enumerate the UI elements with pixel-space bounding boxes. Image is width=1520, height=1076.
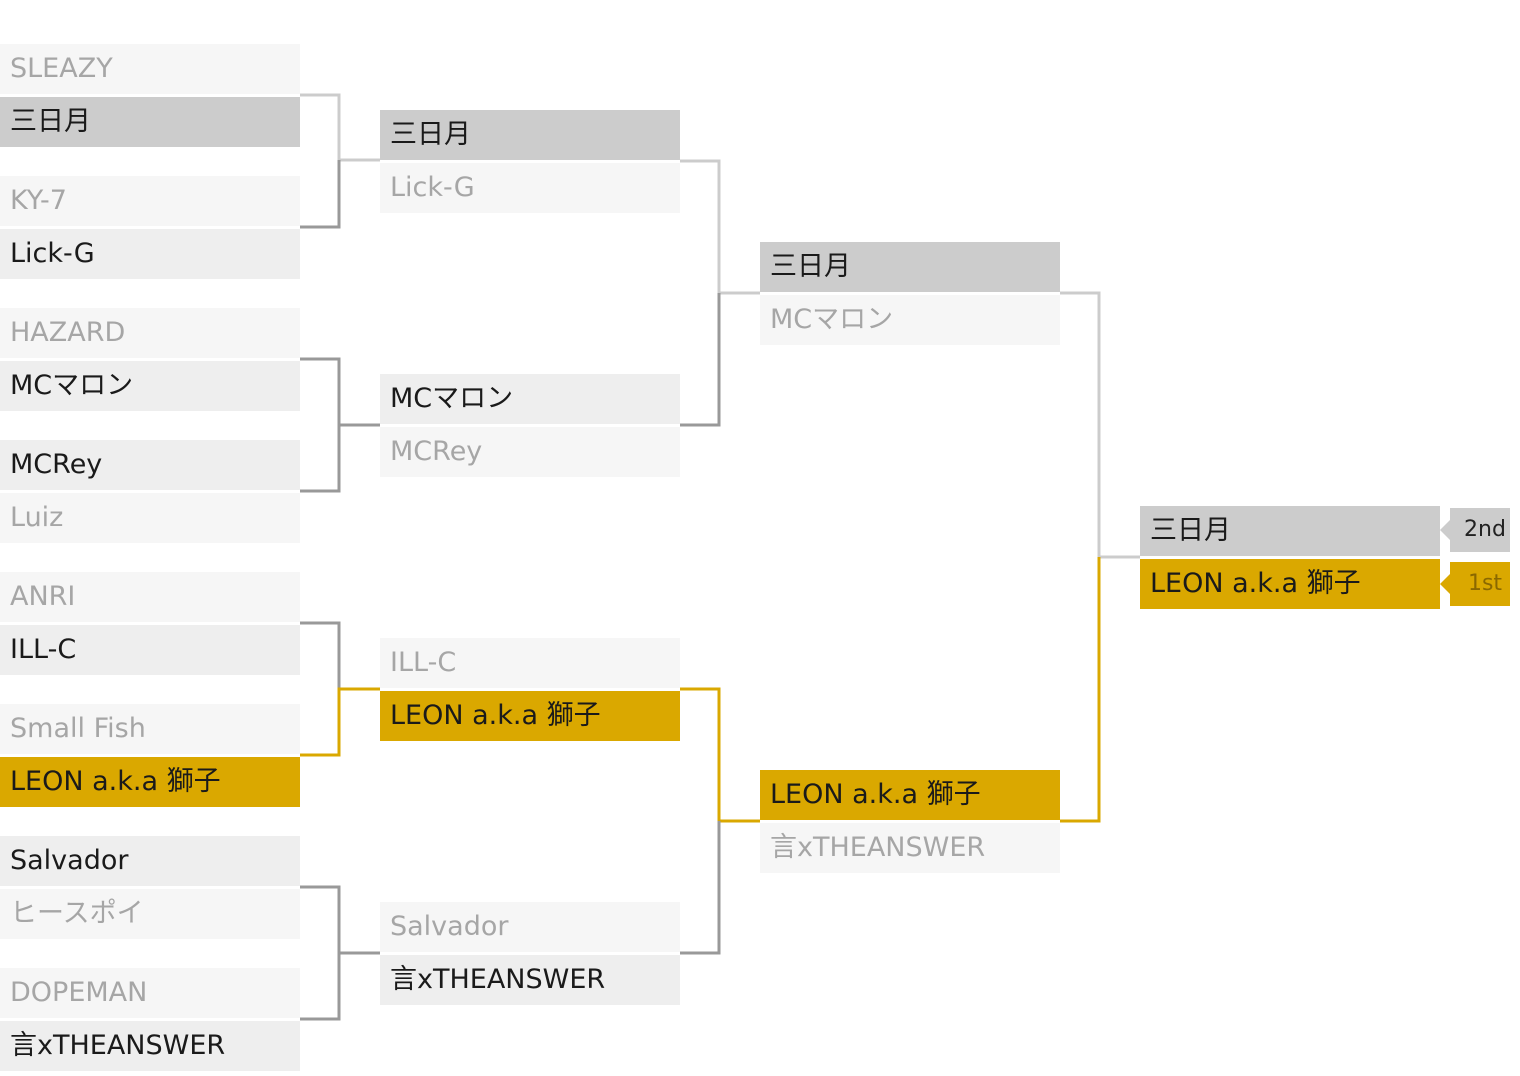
player-slot: 言xTHEANSWER xyxy=(0,1021,300,1071)
player-slot: LEON a.k.a 獅子 xyxy=(760,770,1060,820)
player-slot: ILL-C xyxy=(380,638,680,688)
player-slot: Small Fish xyxy=(0,704,300,754)
connector-r1-m1 xyxy=(300,93,380,162)
player-slot: 三日月 xyxy=(380,110,680,160)
player-slot: MCマロン xyxy=(0,361,300,411)
connector-r3-m1 xyxy=(1060,291,1140,559)
player-slot: ILL-C xyxy=(0,625,300,675)
connector-r2-m1 xyxy=(680,159,760,295)
connector-r1-m3 xyxy=(300,357,380,427)
player-slot: MCRey xyxy=(380,427,680,477)
player-slot: Salvador xyxy=(380,902,680,952)
player-slot: 三日月 xyxy=(0,97,300,147)
player-slot: SLEAZY xyxy=(0,44,300,94)
player-slot: Salvador xyxy=(0,836,300,886)
finalist-slot: 三日月 xyxy=(1140,506,1440,556)
player-slot: LEON a.k.a 獅子 xyxy=(0,757,300,807)
first-place-badge: 1st xyxy=(1440,562,1510,606)
player-slot: 三日月 xyxy=(760,242,1060,292)
player-slot: Lick-G xyxy=(0,229,300,279)
player-slot: LEON a.k.a 獅子 xyxy=(380,691,680,741)
connector-r2-m4 xyxy=(680,821,721,955)
player-slot: ヒースポイ xyxy=(0,889,300,939)
connector-r1-m2 xyxy=(300,160,341,229)
connector-r3-m2 xyxy=(1060,557,1101,823)
player-slot: MCマロン xyxy=(760,295,1060,345)
connector-r1-m4 xyxy=(300,425,341,493)
player-slot: KY-7 xyxy=(0,176,300,226)
player-slot: ANRI xyxy=(0,572,300,622)
player-slot: MCRey xyxy=(0,440,300,490)
player-slot: MCマロン xyxy=(380,374,680,424)
player-slot: Luiz xyxy=(0,493,300,543)
connector-r1-m8 xyxy=(300,953,341,1021)
connector-r1-m7 xyxy=(300,885,380,955)
player-slot: HAZARD xyxy=(0,308,300,358)
champion-slot: LEON a.k.a 獅子 xyxy=(1140,559,1440,609)
connector-r2-m2 xyxy=(680,293,721,427)
player-slot: 言xTHEANSWER xyxy=(380,955,680,1005)
player-slot: DOPEMAN xyxy=(0,968,300,1018)
connector-r1-m6 xyxy=(300,687,380,757)
connector-r2-m3 xyxy=(680,687,760,823)
second-place-badge: 2nd xyxy=(1440,508,1510,552)
player-slot: Lick-G xyxy=(380,163,680,213)
connector-r1-m5 xyxy=(300,621,341,689)
player-slot: 言xTHEANSWER xyxy=(760,823,1060,873)
